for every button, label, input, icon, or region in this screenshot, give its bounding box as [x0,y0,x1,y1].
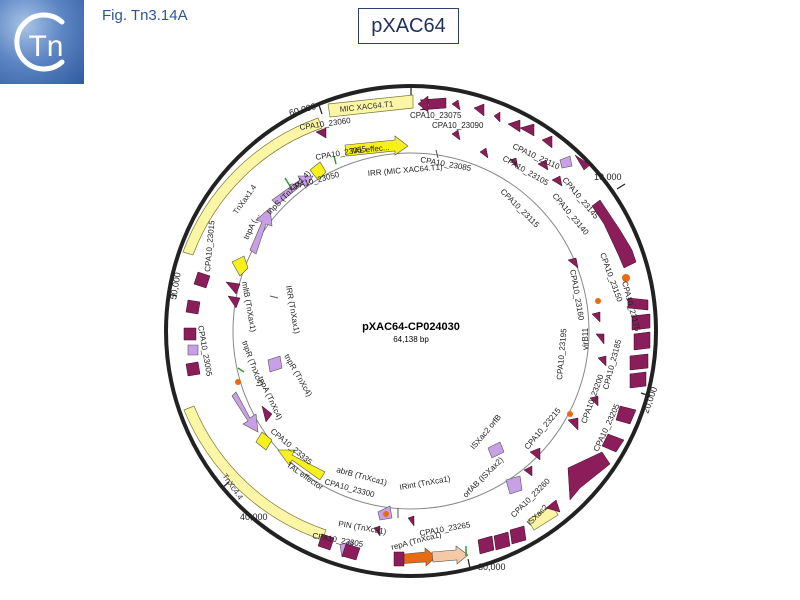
label-orfab: orfAB (ISXax2) [461,455,505,499]
backbone-inner [232,152,590,510]
label-irr-tnxax: IRR (TnXax1) [284,285,301,335]
plasmid-size: 64,138 bp [393,335,429,344]
inner-genes [225,127,607,537]
gene-tnpr-tnxc-small [267,355,283,373]
label-c23075: CPA10_23075 [410,111,462,120]
label-tnxax1-4: TnXax1.4 [231,182,258,216]
gene-orange-23160 [595,298,601,304]
label-mltb: mltB (TnXax1) [240,281,258,333]
label-c23055: CPA10_23055 [315,144,368,162]
tick-50000: 50,000 [168,271,183,300]
label-c23215: CPA10_23215 [523,406,563,452]
label-pin: PIN (TnXca1) [338,519,388,536]
tick-marks [167,86,651,569]
gene-isxac2-orfb [487,441,505,459]
label-tnpr2: tnpR (TnXc4) [282,353,314,399]
gene-peach-repa [431,545,469,565]
logo-text: Tn [28,30,63,63]
element-tnxax1-4 [182,117,323,256]
element-tnxc4-4 [183,405,327,541]
label-c23200: CPA10_23200 [579,373,605,425]
tick-30000: 30,000 [478,562,506,572]
label-c23195: CPA10_23195 [555,328,568,381]
label-irint: IRint (TnXca1) [399,474,452,492]
gene-orfab [505,475,523,495]
gene-tal-effector [277,449,326,481]
gene-orange-tnpr [235,379,241,385]
ir-markers [269,149,439,518]
gene-yellow-small-3 [255,431,273,451]
label-c23090: CPA10_23090 [432,121,484,130]
tn-logo: Tn [0,0,84,84]
gene-yellow-small-2 [231,255,249,277]
gene-tnpa-tnxax [249,207,273,255]
tick-60000: 60,000 [288,101,317,118]
label-c23160: CPA10_23160 [568,269,586,322]
label-c23115: CPA10_23115 [499,187,542,230]
green-markers [237,155,467,556]
gene-tnps [271,175,314,206]
label-repa: repA (TnXca1) [390,530,442,552]
gene-orange-abrb [383,511,389,517]
gene-lavender-23005 [187,344,199,356]
label-tal-effec: TAL effec... [349,143,390,156]
gene-yellow-small-1 [309,161,327,181]
tick-10000: 10,000 [594,172,622,182]
gene-orange-23150 [622,274,630,282]
outer-genes [183,95,651,567]
gene-orange-23215 [567,411,573,417]
gene-lavender-23110 [559,155,573,169]
gene-tal-effec [344,135,409,157]
element-mic-xac64 [327,94,414,118]
label-irr-mic: IRR (MIC XAC64.T1) [367,162,443,178]
element-isxac2 [527,504,559,531]
plasmid-title: pXAC64 [358,8,459,44]
label-virb11: virB11 [581,327,590,350]
tick-40000: 40,000 [240,512,268,522]
tick-20000: 20,000 [640,385,659,414]
figure-label: Fig. Tn3.14A [102,7,188,24]
label-tnps: tnpS (TnXax1.4) [265,169,313,217]
plasmid-name: pXAC64-CP024030 [362,321,460,333]
gene-tnpa-tnxc [231,391,259,433]
